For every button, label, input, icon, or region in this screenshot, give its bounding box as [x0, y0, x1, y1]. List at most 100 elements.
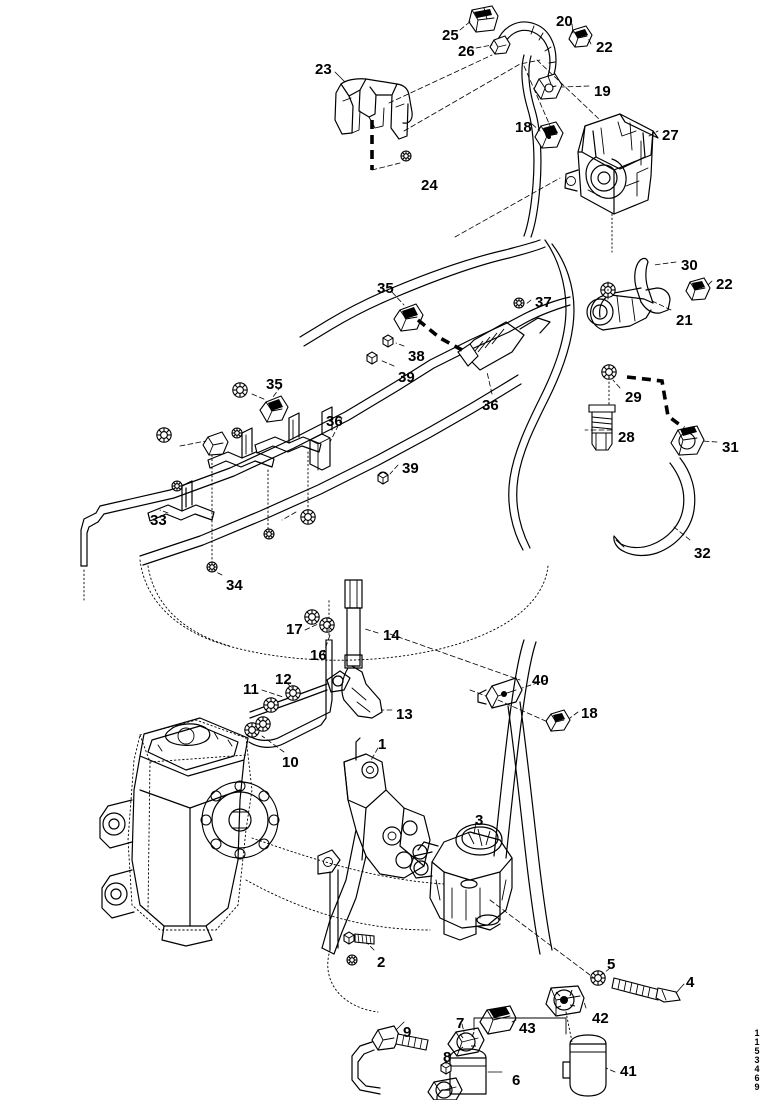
callout-34: 34 [226, 577, 243, 594]
leader-38 [395, 342, 405, 347]
callout-18-lower: 18 [581, 705, 598, 722]
leader-18-top [531, 123, 541, 132]
part-6-cartridge [436, 1048, 487, 1100]
leader-32 [673, 526, 691, 541]
callout-22-right: 22 [716, 276, 733, 293]
leader-23 [334, 71, 346, 83]
clamp-nut-4 [263, 528, 275, 540]
leader-5 [602, 967, 611, 975]
callout-31: 31 [722, 439, 739, 456]
part-2-bolt [343, 931, 375, 945]
callout-16: 16 [310, 647, 327, 664]
leader-11 [261, 689, 284, 698]
callout-2: 2 [377, 954, 386, 971]
part-7-fitting [447, 1027, 485, 1057]
hose-40-down [519, 701, 553, 951]
callout-18-top: 18 [515, 119, 532, 136]
part-9-elbow [371, 1025, 429, 1051]
leader-nut-1 [179, 440, 207, 447]
tube-bottom-left [351, 1041, 381, 1095]
part-33-clamp-a [147, 480, 215, 522]
part-36-sleeve [457, 317, 551, 371]
leader-pump-long [454, 177, 561, 238]
part-5-washer [590, 970, 606, 986]
callout-20: 20 [556, 13, 573, 30]
leader-37 [524, 299, 532, 306]
leader-16-upper [322, 634, 331, 656]
part-22-fitting-right [685, 277, 711, 301]
leader-5-long [489, 899, 595, 979]
hose-long-right-2 [508, 239, 567, 551]
callout-36-b: 36 [482, 397, 499, 414]
part-36-bracket [309, 406, 333, 471]
part-3-reservoir-pump [409, 823, 513, 941]
callout-29: 29 [625, 389, 642, 406]
part-39-bolt-a [366, 351, 378, 365]
part-24-bolt [400, 150, 412, 162]
clamp-nut-3 [300, 509, 316, 525]
callout-17: 17 [286, 621, 303, 638]
callout-30: 30 [681, 257, 698, 274]
tube-left-drop2 [86, 521, 99, 567]
callout-19: 19 [594, 83, 611, 100]
part-26-clamp [489, 35, 511, 55]
callout-4: 4 [686, 974, 695, 991]
leader-43 [511, 1019, 517, 1023]
part-42-fitting [545, 985, 585, 1017]
tube-B-bot [142, 383, 522, 566]
callout-35-lower: 35 [266, 376, 283, 393]
leader-14 [364, 628, 379, 634]
callout-39-a: 39 [398, 369, 415, 386]
leader-24 [371, 162, 401, 171]
part-30-tube [634, 257, 654, 304]
leader-39-a [379, 359, 395, 367]
leader-19 [561, 85, 590, 88]
part-39-bolt-b [377, 471, 389, 485]
callout-25: 25 [442, 27, 459, 44]
gear-to-pump-axis2 [251, 837, 445, 885]
hose-center-down2 [248, 639, 327, 748]
hose-40-down2 [507, 705, 541, 955]
leader-7 [461, 1023, 465, 1033]
tube-upper-vertical [521, 54, 535, 237]
leader-35-lower [272, 385, 282, 398]
part-1-mounting-bracket [317, 737, 431, 955]
hose-top-arc2 [395, 246, 546, 298]
leader-14-long [389, 633, 521, 681]
leader-31 [701, 440, 718, 443]
clamp-nut-5 [206, 561, 218, 573]
callout-36-a: 36 [326, 413, 343, 430]
leader-42 [583, 1001, 587, 1009]
leader-36-b [486, 371, 493, 395]
leader-40 [521, 679, 547, 689]
assembly-axis-35-36 [416, 318, 463, 352]
leader-20 [571, 23, 574, 34]
leader-25 [459, 19, 473, 31]
callout-22-top: 22 [596, 39, 613, 56]
part-21-elbow [586, 287, 671, 331]
leader-34 [213, 570, 223, 576]
leader-21 [649, 299, 672, 311]
part-14-cylinder [344, 579, 363, 669]
callout-1: 1 [378, 736, 387, 753]
clamp-saddle-upper [254, 412, 322, 454]
leader-10 [261, 735, 285, 753]
leader-41 [605, 1067, 616, 1073]
part-18-bolt-lower [545, 709, 571, 732]
callout-13: 13 [396, 706, 413, 723]
callout-38: 38 [408, 348, 425, 365]
callout-35-upper: 35 [377, 280, 394, 297]
tube-left-drop [80, 512, 97, 567]
callout-7: 7 [456, 1015, 465, 1032]
callout-43: 43 [519, 1020, 536, 1037]
callout-5: 5 [607, 956, 616, 973]
tube-bottom-left2 [357, 1049, 381, 1089]
leader-18-lower-long [497, 699, 549, 723]
callout-28: 28 [618, 429, 635, 446]
part-10-nut-b [255, 716, 271, 732]
leader-nut-3 [281, 511, 297, 521]
callout-11: 11 [243, 681, 259, 698]
part-35-connector-lower [259, 395, 289, 423]
hose-long-right [516, 243, 575, 549]
